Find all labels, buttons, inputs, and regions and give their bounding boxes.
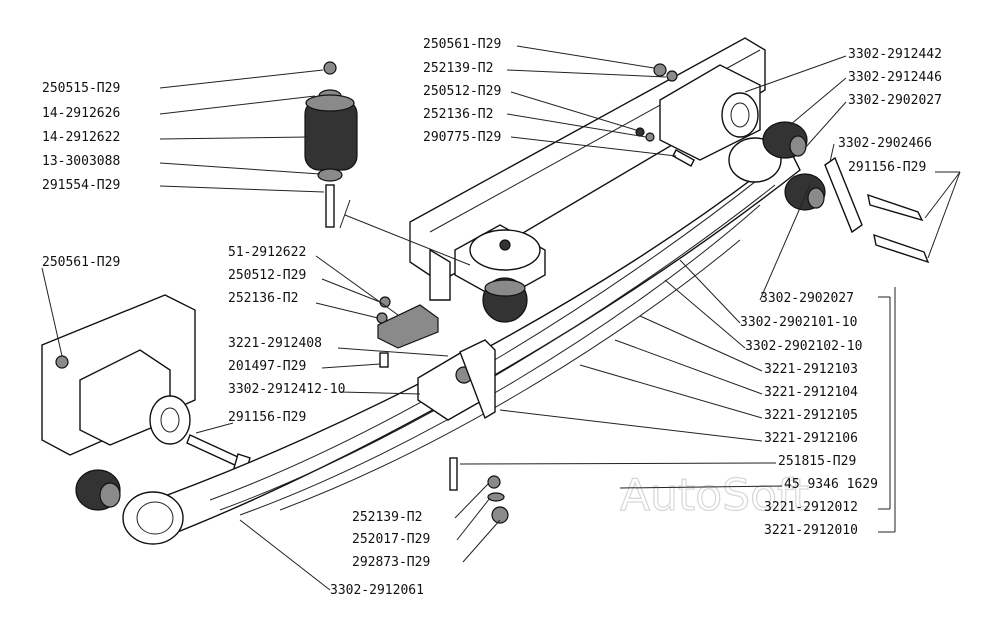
label-250561-p29-left: 250561-П29 bbox=[42, 255, 120, 270]
label-45-9346-1629: 45 9346 1629 bbox=[784, 477, 878, 492]
part-labels: 250515-П29 14-2912626 14-2912622 13-3003… bbox=[42, 37, 942, 598]
label-201497-p29: 201497-П29 bbox=[228, 359, 306, 374]
label-3302-2912442: 3302-2912442 bbox=[848, 47, 942, 62]
spring-plate-3221-2912408 bbox=[379, 339, 496, 421]
label-3221-2912106: 3221-2912106 bbox=[764, 431, 858, 446]
bushing-rear bbox=[75, 469, 121, 511]
lower-fasteners bbox=[449, 457, 509, 524]
label-250561-p29-top: 250561-П29 bbox=[423, 37, 501, 52]
label-291156-p29-top: 291156-П29 bbox=[848, 160, 926, 175]
front-fasteners bbox=[635, 63, 695, 167]
watermark: AutoSoft bbox=[620, 470, 809, 521]
front-bracket bbox=[659, 64, 761, 161]
bumper-bracket-upper bbox=[454, 224, 546, 301]
label-251815-p29: 251815-П29 bbox=[778, 454, 856, 469]
label-252139-p2-bottom: 252139-П2 bbox=[352, 510, 422, 525]
label-14-2912626: 14-2912626 bbox=[42, 106, 120, 121]
bushings-front bbox=[762, 121, 930, 264]
label-292873-p29: 292873-П29 bbox=[352, 555, 430, 570]
label-14-2912622: 14-2912622 bbox=[42, 130, 120, 145]
label-3221-2912012: 3221-2912012 bbox=[764, 500, 858, 515]
label-13-3003088: 13-3003088 bbox=[42, 154, 120, 169]
label-250515-p29: 250515-П29 bbox=[42, 81, 120, 96]
label-3221-2912105: 3221-2912105 bbox=[764, 408, 858, 423]
label-252136-p2-mid: 252136-П2 bbox=[228, 291, 298, 306]
pad-51-2912622 bbox=[376, 296, 439, 349]
nut-250515 bbox=[323, 61, 337, 75]
label-252017-p29: 252017-П29 bbox=[352, 532, 430, 547]
label-3302-2902027-top: 3302-2902027 bbox=[848, 93, 942, 108]
label-3302-2912446: 3302-2912446 bbox=[848, 70, 942, 85]
label-291554-p29: 291554-П29 bbox=[42, 178, 120, 193]
label-3221-2912408: 3221-2912408 bbox=[228, 336, 322, 351]
leader-lines bbox=[41, 45, 961, 591]
label-3221-2912104: 3221-2912104 bbox=[764, 385, 858, 400]
label-252139-p2-top: 252139-П2 bbox=[423, 61, 493, 76]
label-3302-2902027-right: 3302-2902027 bbox=[760, 291, 854, 306]
label-250512-p29-top: 250512-П29 bbox=[423, 84, 501, 99]
label-3221-2912103: 3221-2912103 bbox=[764, 362, 858, 377]
label-3302-2902466: 3302-2902466 bbox=[838, 136, 932, 151]
label-3302-2902101-10: 3302-2902101-10 bbox=[740, 315, 857, 330]
leaf-spring bbox=[122, 137, 801, 545]
label-51-2912622: 51-2912622 bbox=[228, 245, 306, 260]
label-3221-2912010: 3221-2912010 bbox=[764, 523, 858, 538]
label-250512-p29-mid: 250512-П29 bbox=[228, 268, 306, 283]
label-290775-p29: 290775-П29 bbox=[423, 130, 501, 145]
label-3302-2902102-10: 3302-2902102-10 bbox=[745, 339, 862, 354]
rubber-buffer bbox=[304, 61, 358, 228]
label-3302-2912061: 3302-2912061 bbox=[330, 583, 424, 598]
label-252136-p2-top: 252136-П2 bbox=[423, 107, 493, 122]
label-3302-2912412-10: 3302-2912412-10 bbox=[228, 382, 345, 397]
label-291156-p29-left: 291156-П29 bbox=[228, 410, 306, 425]
rear-bracket bbox=[41, 294, 196, 456]
bump-stop-lower bbox=[482, 277, 528, 323]
